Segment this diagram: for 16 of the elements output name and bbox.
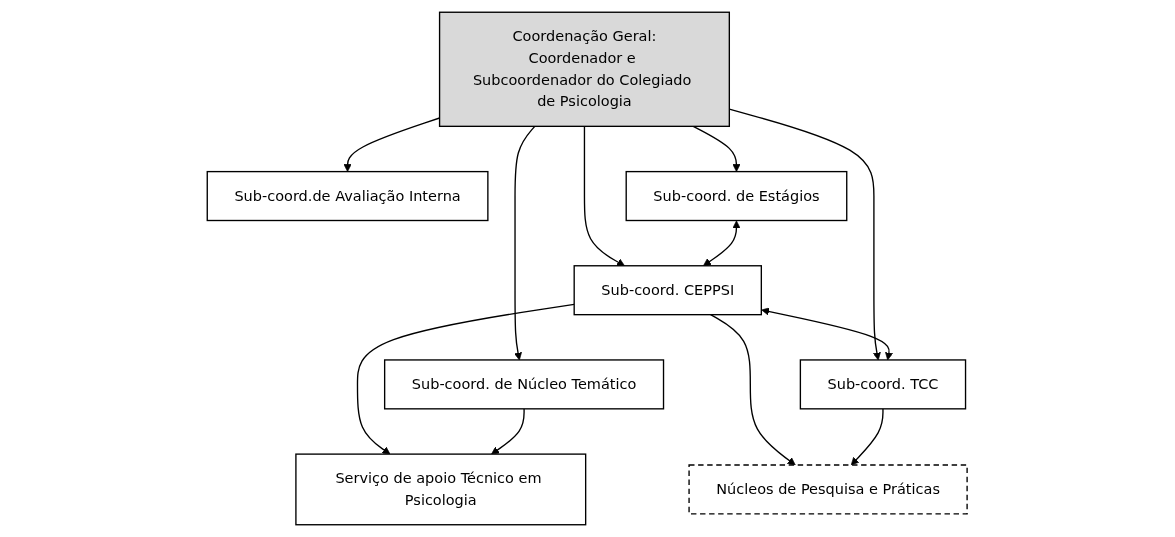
- node-box: Serviço de apoio Técnico em Psicologia: [295, 453, 587, 526]
- node-box: Núcleos de Pesquisa e Práticas: [688, 464, 969, 515]
- arrow: [703, 220, 741, 267]
- arrow: [584, 125, 626, 267]
- node-box: Sub-coord. TCC: [800, 359, 967, 410]
- arrow: [514, 125, 536, 361]
- node-box: Sub-coord. CEPPSI: [573, 265, 763, 316]
- arrow: [692, 125, 741, 172]
- arrow: [491, 408, 526, 455]
- arrow: [761, 307, 894, 361]
- arrow: [710, 314, 796, 466]
- node-box: Coordenação Geral: Coordenador e Subcoordenador do Colegiado de Psicologia: [439, 11, 731, 127]
- node-box: Sub-coord. de Núcleo Temático: [384, 359, 665, 410]
- node-box: Sub-coord.de Avaliação Interna: [206, 170, 489, 222]
- node-box: Sub-coord. de Estágios: [625, 170, 848, 222]
- arrow: [851, 408, 884, 466]
